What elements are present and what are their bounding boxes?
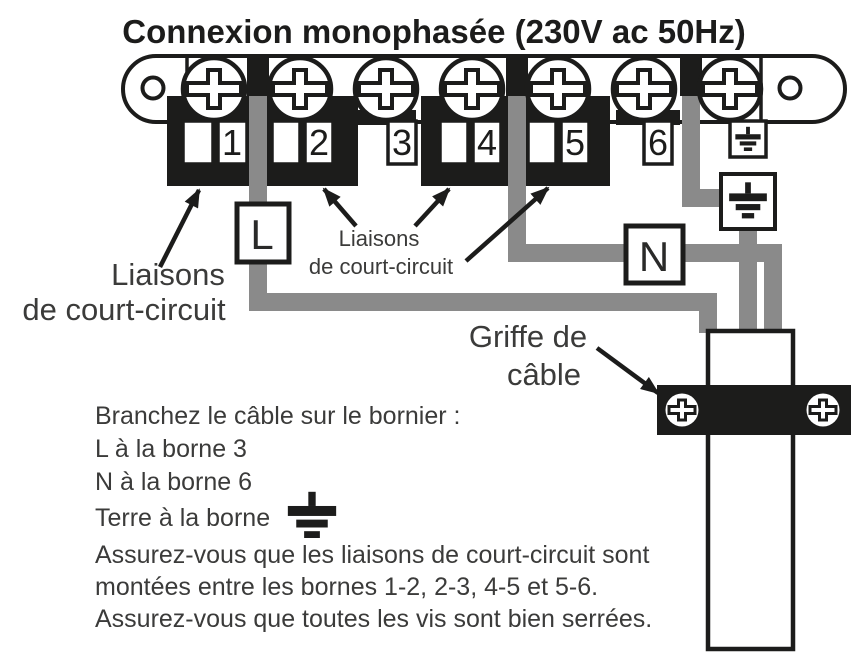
clamp-screw-left [664,392,700,428]
terminal-number-box-3 [386,119,418,166]
links-label-mid-line1: Liaisons [339,226,420,251]
terminal-screw-5 [527,58,589,120]
terminal-cage-box [181,119,215,166]
annotation-labels: Liaisons de court-circuit Liaisons de co… [22,226,587,392]
terminal-cage-box [526,119,558,166]
page-title: Connexion monophasée (230V ac 50Hz) [122,13,746,50]
instruction-line-3: N à la borne 6 [95,468,252,496]
instruction-line-7: Assurez-vous que toutes les vis sont bie… [95,605,652,633]
terminal-number-box-6 [642,119,674,166]
cable-clamp-label-line1: Griffe de [469,319,587,354]
instruction-line-6: montées entre les bornes 1-2, 2-3, 4-5 e… [95,573,598,601]
earth-symbol-box-large [719,172,777,231]
terminal-screw-4 [441,58,503,120]
terminal-cage-box [270,119,302,166]
terminal-screw-3 [355,58,417,120]
terminal-number-box-5 [559,119,591,166]
terminal-number-3: 3 [392,122,412,163]
terminal-number-box-4 [471,119,503,166]
arrow-link-2-3 [322,187,358,228]
terminal-number-row: 1 2 3 4 5 6 [181,119,768,166]
l-wire-label: L [250,211,273,258]
mount-hole-right [777,75,803,101]
mount-hole-left [140,75,166,101]
l-wire-tag: L [234,201,292,265]
terminal-number-6: 6 [648,122,668,163]
arrow-cable-clamp [595,346,660,395]
wire-entry-notch-earth [680,57,702,96]
instruction-line-2: L à la borne 3 [95,435,247,463]
instruction-line-1: Branchez le câble sur le bornier : [95,402,460,430]
terminal-screw-1 [183,58,245,120]
terminal-cage-box [438,119,470,166]
cable [705,328,796,652]
terminal-number-box-1 [216,119,249,166]
terminal-number-box-2 [303,119,335,166]
links-label-mid-line2: de court-circuit [309,254,453,279]
arrow-link-1-2 [157,188,202,269]
instruction-line-4: Terre à la borne [95,504,270,532]
terminal-screw-6 [613,58,675,120]
terminal-number-5: 5 [565,122,585,163]
terminal-number-4: 4 [477,122,497,163]
earth-symbol-icon [287,491,337,538]
n-wire-label: N [639,233,669,280]
n-wire-tag: N [623,223,686,286]
terminal-number-1: 1 [222,122,242,163]
annotation-arrows [157,186,660,395]
cable-clamp [657,385,851,435]
links-label-left-line2: de court-circuit [22,292,226,327]
links-label-left-line1: Liaisons [111,257,225,292]
arrow-link-5-6 [464,186,550,263]
wire-l [249,90,717,333]
wire-entry-notch-l [247,57,269,96]
cable-clamp-label-line2: câble [507,357,581,392]
earth-terminal-box [728,119,768,159]
terminal-number-2: 2 [309,122,329,163]
arrow-link-4-5 [413,187,451,228]
terminal-screw-2 [269,58,331,120]
clamp-screw-right [805,392,841,428]
wire-entry-notch-n [506,57,528,96]
instruction-line-5: Assurez-vous que les liaisons de court-c… [95,541,649,569]
terminal-screw-earth [699,58,761,120]
instructions: Branchez le câble sur le bornier : L à l… [95,402,652,633]
wire-earth-upper [682,90,726,207]
